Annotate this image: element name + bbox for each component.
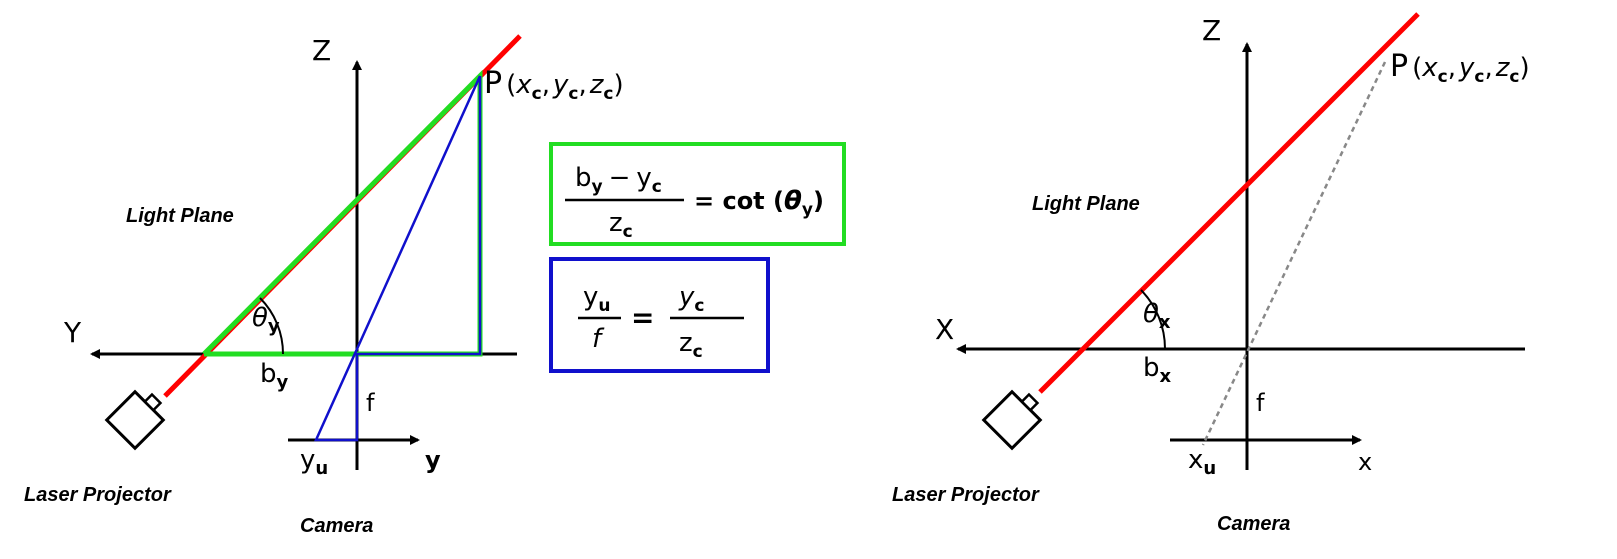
equation-cot-rhs: = cot (θy) bbox=[694, 186, 824, 220]
right-image-coord-label: xu bbox=[1188, 445, 1216, 479]
left-light-plane-triangle bbox=[202, 69, 483, 357]
right-laser-beam bbox=[1038, 12, 1420, 394]
right-laser-projector-label: Laser Projector bbox=[892, 484, 1040, 506]
equation-cot-box: by−yc zc = cot (θy) bbox=[549, 142, 846, 246]
right-image-axis-label: x bbox=[1358, 448, 1372, 476]
right-z-axis-label: Z bbox=[1202, 14, 1221, 47]
left-image-coord-label: yu bbox=[300, 445, 328, 479]
left-image-axis-label: y bbox=[425, 446, 441, 474]
right-laser-projector-icon bbox=[981, 389, 1043, 451]
left-point-p-label: P(xc,yc,zc) bbox=[484, 66, 624, 104]
right-theta-label: θx bbox=[1143, 299, 1171, 333]
left-laser-projector-label: Laser Projector bbox=[24, 484, 172, 506]
left-baseline-label: by bbox=[260, 359, 289, 393]
equation-ratio-equals: = bbox=[631, 301, 654, 334]
left-diagram: Z Y y P(xc,yc,zc) Light Plane θy by f yu… bbox=[24, 34, 846, 537]
left-theta-arc bbox=[259, 297, 285, 355]
right-focal-label: f bbox=[1256, 389, 1265, 417]
equation-cot-numerator: by−yc bbox=[575, 163, 662, 197]
left-z-axis-label: Z bbox=[312, 34, 331, 67]
equation-ratio-right-denominator: zc bbox=[679, 328, 703, 362]
equation-ratio-box: yu f = yc zc bbox=[549, 257, 770, 373]
right-point-p-label: P(xc,yc,zc) bbox=[1390, 49, 1530, 87]
left-camera-ray bbox=[314, 75, 482, 442]
right-camera-label: Camera bbox=[1217, 513, 1290, 535]
left-camera-label: Camera bbox=[300, 515, 373, 537]
right-light-plane-label: Light Plane bbox=[1032, 193, 1140, 215]
left-y-axis-label: Y bbox=[63, 316, 82, 349]
right-dashed-camera-ray bbox=[1201, 61, 1387, 446]
left-light-plane-label: Light Plane bbox=[126, 205, 234, 227]
left-laser-projector-icon bbox=[104, 389, 166, 451]
right-baseline-label: bx bbox=[1143, 353, 1172, 387]
left-theta-label: θy bbox=[252, 303, 280, 337]
right-theta-arc bbox=[1140, 289, 1167, 350]
left-focal-label: f bbox=[366, 389, 375, 417]
right-diagram: Z X x P(xc,yc,zc) Light Plane θx bx f xu… bbox=[892, 12, 1530, 535]
equation-ratio-right-numerator: yc bbox=[678, 282, 704, 316]
equation-ratio-left-numerator: yu bbox=[583, 282, 611, 316]
equation-cot-denominator: zc bbox=[609, 208, 633, 242]
right-x-axis-label: X bbox=[935, 313, 954, 346]
